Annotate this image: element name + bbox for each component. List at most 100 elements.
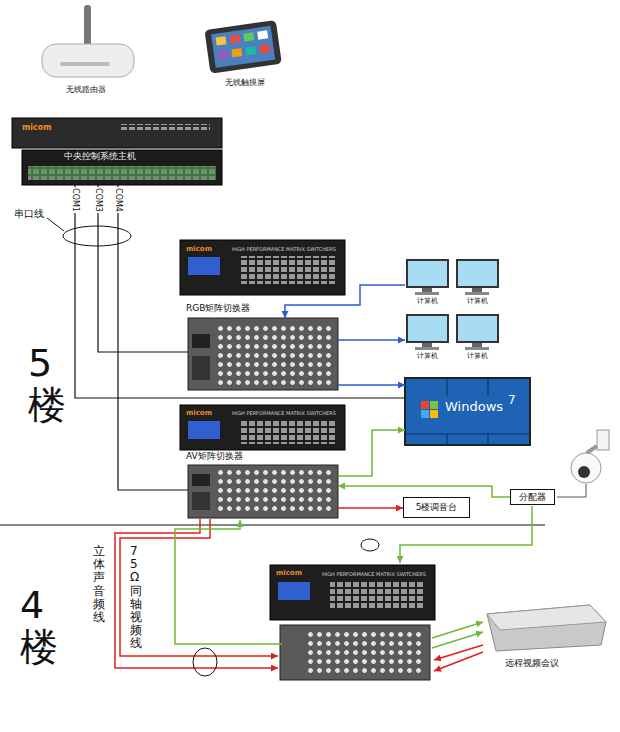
app-icon (243, 32, 254, 41)
label: HIGH PERFORMANCE MATRIX SWITCHERS (322, 572, 426, 578)
bezel (405, 434, 530, 435)
cable (75, 185, 405, 398)
cable (338, 430, 405, 476)
port-label: COM1 (71, 187, 80, 213)
button-grid (240, 256, 335, 284)
label: micom (186, 409, 212, 417)
vertical-label: 5楼 (28, 343, 66, 427)
button-grid (240, 420, 335, 444)
bnc-grid (215, 322, 333, 386)
touch-panel-node: 无线触摸屏 (200, 18, 290, 90)
logo-square (421, 401, 429, 409)
app-icon (229, 34, 240, 43)
audio-cable (434, 645, 483, 660)
node-text: 分配器 (519, 492, 546, 502)
app-icon (216, 36, 227, 45)
app-icon (231, 48, 242, 57)
conference-device (487, 605, 606, 651)
bnc-grid (307, 629, 425, 676)
label: micom (276, 569, 302, 577)
control-port (192, 492, 210, 510)
app-icon (257, 30, 268, 39)
bezel (447, 378, 448, 396)
camera-lens (578, 466, 590, 478)
node-text: 5楼调音台 (416, 502, 458, 512)
audio-cable (120, 519, 278, 656)
video-wall (405, 378, 530, 445)
camera-dome (571, 453, 601, 483)
monitor (407, 260, 448, 287)
monitor-stand (472, 288, 482, 292)
monitor-stand (472, 343, 482, 347)
bezel (488, 434, 489, 445)
port-label: COM3 (94, 187, 103, 213)
node-text: 计算机 (417, 297, 438, 305)
label: micom (22, 123, 52, 132)
node-text: 中央控制系统主机 (64, 151, 136, 161)
camera-cable (557, 484, 586, 497)
monitor-stand (422, 343, 432, 347)
cable (338, 507, 403, 509)
app-icon (259, 44, 270, 53)
monitor-stand (422, 288, 432, 292)
touch-panel-screen (211, 26, 275, 68)
computer: 计算机 (405, 313, 450, 363)
monitor-base (465, 347, 489, 350)
cable (338, 486, 510, 497)
monitor-base (415, 292, 439, 295)
cable (338, 384, 405, 386)
power-socket (192, 474, 210, 486)
bezel (447, 434, 448, 445)
matrix-back-panel (280, 625, 430, 680)
cable (98, 185, 188, 352)
vertical-label: 75Ω同轴视频线 (130, 545, 142, 651)
touch-panel-icon (204, 20, 281, 74)
monitor (457, 315, 498, 342)
matrix-back-panel (188, 318, 338, 390)
cable (118, 185, 188, 490)
terminal-screws (28, 166, 216, 180)
terminal-blocks (28, 166, 216, 180)
splitter-box: 分配器 (510, 489, 555, 505)
mixer-box: 5楼调音台 (403, 497, 470, 518)
lcd (278, 582, 310, 600)
router-antenna (84, 5, 91, 49)
bundle-ellipse (361, 539, 379, 551)
leader-line (47, 218, 64, 231)
label: 串口线 (14, 208, 44, 220)
video-conference: 远程视频会议 (485, 600, 607, 672)
bundle-ellipse (193, 648, 217, 676)
video-cable (432, 632, 483, 648)
router-lights (60, 62, 110, 66)
video-wall: Windows7 (405, 378, 530, 445)
host-back-unit (22, 150, 222, 185)
node-text: 计算机 (417, 352, 438, 360)
logo-square (430, 401, 438, 409)
logo-square (421, 410, 429, 418)
power-socket (192, 334, 210, 348)
port-label: COM4 (114, 187, 123, 213)
node-text: RGB矩阵切换器 (186, 303, 250, 313)
node-text: 无线路由器 (66, 85, 106, 94)
camera-mount (597, 430, 609, 450)
av-matrix: AV矩阵切换器 (188, 465, 338, 518)
router-body (42, 44, 134, 77)
monitor (407, 315, 448, 342)
cable (338, 339, 405, 341)
vertical-label: 4楼 (20, 585, 58, 669)
app-icon (218, 50, 229, 59)
computer: 计算机 (455, 313, 500, 363)
monitor-base (465, 292, 489, 295)
vertical-label: 立体声音频线 (93, 545, 105, 624)
node-text: AV矩阵切换器 (186, 451, 243, 461)
node-text: 计算机 (467, 352, 488, 360)
bundle-ellipse (63, 226, 131, 246)
lcd (188, 257, 220, 275)
matrix-front-unit (270, 565, 435, 620)
node-text: 计算机 (467, 297, 488, 305)
node-text: 远程视频会议 (505, 658, 559, 668)
bnc-grid (215, 469, 333, 514)
